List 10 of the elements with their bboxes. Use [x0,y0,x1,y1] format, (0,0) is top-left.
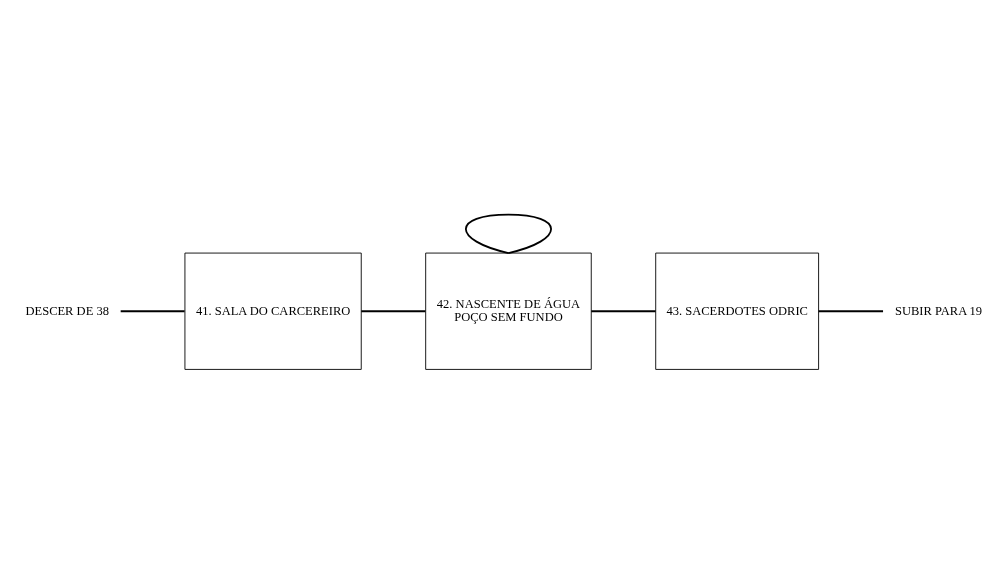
connector [817,309,884,312]
connector [464,213,552,254]
connector [360,309,427,312]
node-box: 43. SACERDOTES ODRIC [655,252,820,370]
node-text: DESCER DE 38 [25,303,109,318]
node-box: 41. SALA DO CARCEREIRO [184,252,362,370]
node-text: SUBIR PARA 19 [894,303,983,318]
connector [590,309,657,312]
node-box: 42. NASCENTE DE ÁGUA POÇO SEM FUNDO [425,252,592,370]
connector [119,309,186,312]
